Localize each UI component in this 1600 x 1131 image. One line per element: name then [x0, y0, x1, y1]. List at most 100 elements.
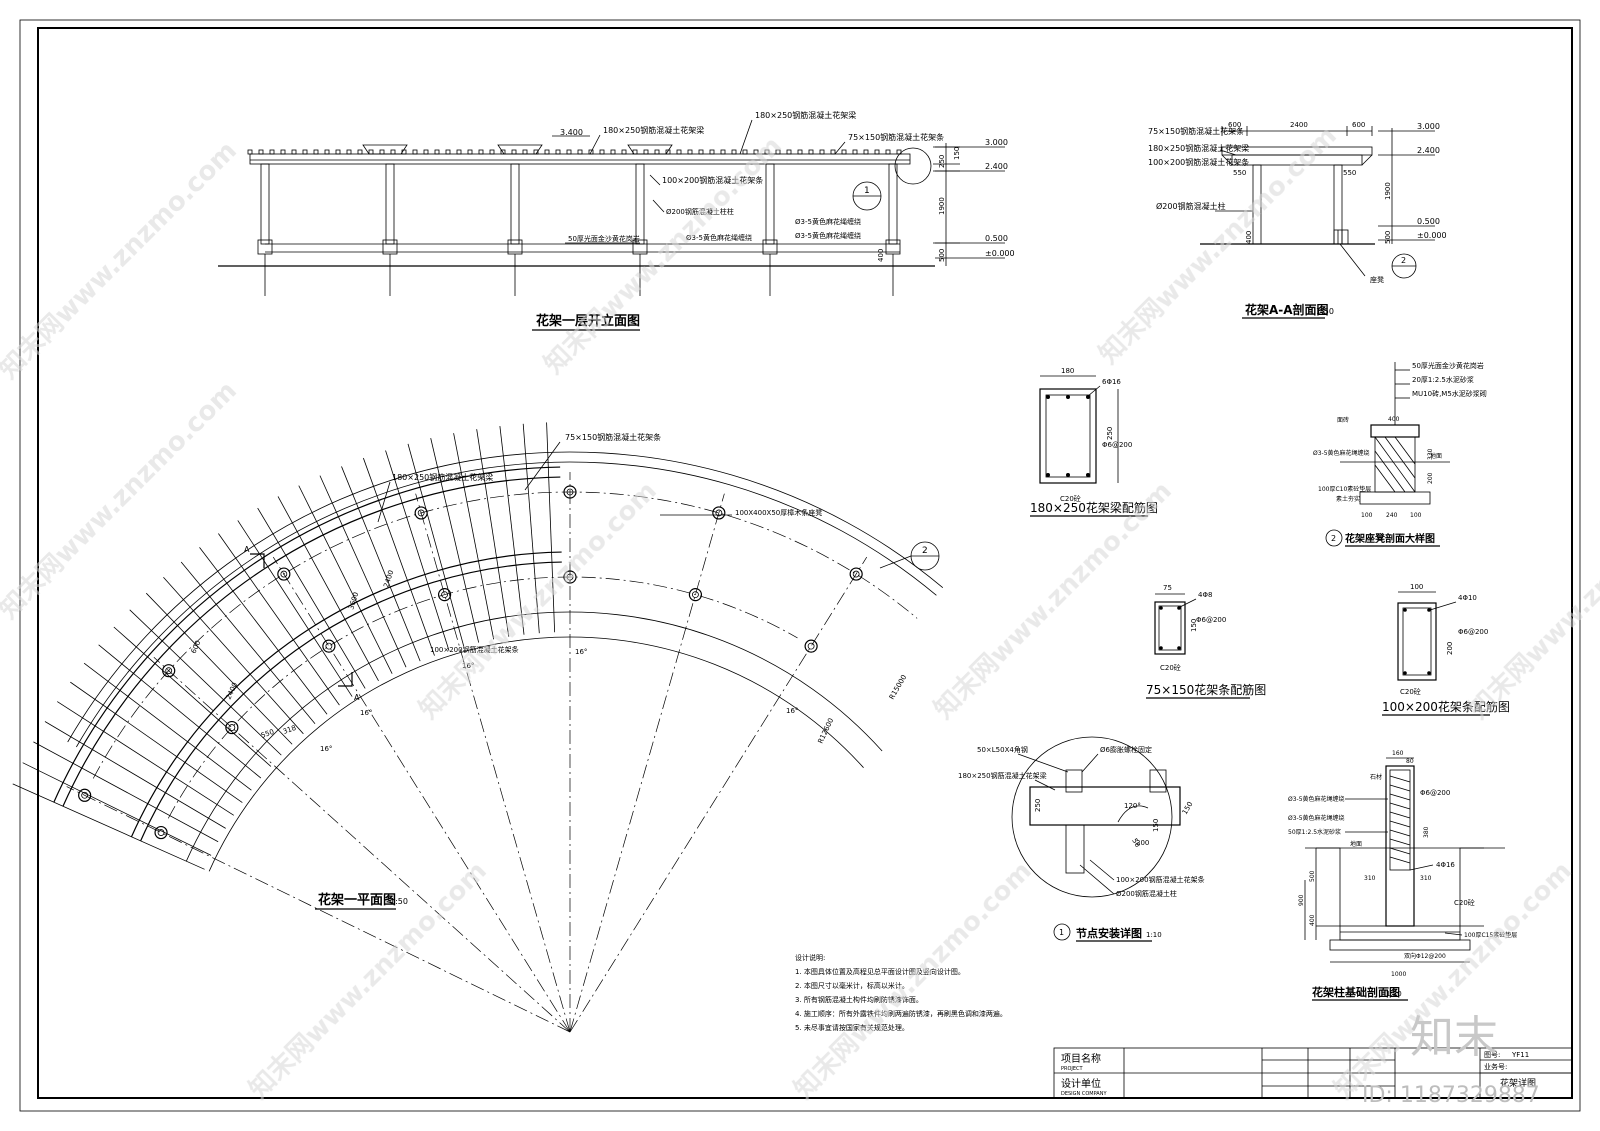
notes-heading: 设计说明: — [795, 953, 825, 962]
plan-section-a2: A — [354, 693, 360, 702]
elevation-strip-end — [291, 149, 297, 155]
plan-column — [688, 588, 703, 602]
plan-column-core — [165, 667, 173, 675]
level-0000: ±0.000 — [985, 249, 1015, 258]
elevation-strip-end — [555, 149, 561, 155]
elevation-strip-end — [665, 149, 671, 155]
elevation-strip-end — [775, 149, 781, 155]
elevation-strip-end — [863, 149, 869, 155]
elevation-strip-end — [247, 149, 253, 155]
aa-dim-550b: 550 — [1343, 169, 1356, 177]
strip75-stirrup: Φ6@200 — [1196, 616, 1226, 624]
node-dim-200: 200 — [1136, 839, 1149, 847]
plan-column-core — [807, 642, 815, 650]
plan-label-beam100: 100×200钢筋混凝土花架条 — [430, 645, 519, 654]
elevation-strip-end — [566, 149, 572, 155]
foundation-rope-hatch — [1389, 820, 1411, 828]
foundation-rope-hatch — [1389, 811, 1411, 819]
plan-column-core — [228, 724, 236, 731]
plan-angle-4: 16° — [786, 707, 798, 715]
elevation-strip-end — [599, 149, 605, 155]
beam100-height: 200 — [1446, 642, 1454, 655]
label-rope-a: Ø3-5黄色麻花绳缠绕 — [795, 217, 861, 226]
node-angle-120: 120° — [1124, 802, 1141, 810]
label-paint: 50厚光面金沙黄花岗岩 — [568, 234, 640, 243]
plan-strip — [12, 783, 205, 870]
detail-beam180: 180 6Φ16 250 Φ6@200 C20砼 180×250花架梁配筋图 — [1030, 367, 1158, 517]
note-item-4: 4. 施工顺序：所有外露铁件均刷两遍防锈漆，再刷黑色调和漆两遍。 — [795, 1009, 1007, 1018]
plan-beam-outer — [62, 476, 561, 807]
fdn-dim-500: 500 — [1309, 870, 1316, 882]
elevation-column — [385, 163, 395, 245]
fdn-label-mortar: 50厚1:2.5水泥砂浆 — [1288, 828, 1341, 836]
aa-label-strip: 75×150钢筋混凝土花架条 — [1148, 126, 1244, 136]
elevation-bracket — [362, 144, 408, 155]
tb-drawing-name: 花架详图 — [1500, 1077, 1536, 1089]
elevation-strip-end — [742, 149, 748, 155]
detail-strip75: 75 4Φ8 150 Φ6@200 C20砼 75×150花架条配筋图 — [1146, 584, 1266, 699]
node-dim-50: 50 — [1130, 837, 1141, 849]
elevation-column — [635, 163, 645, 245]
node-label-1: 50×L50X4角钢 — [977, 745, 1028, 754]
foundation-rope-hatch — [1389, 829, 1411, 837]
inner-border — [37, 27, 1573, 1099]
plan-strip — [129, 609, 282, 756]
plan-dim-2400b: 2400 — [225, 681, 240, 701]
foundation-rope-hatch — [1389, 784, 1411, 792]
plan-strip — [453, 433, 495, 640]
plan-strip — [362, 457, 435, 656]
foundation-rope-hatch — [1389, 847, 1411, 855]
elevation-view: 3.000 2.400 0.500 ±0.000 150 250 1900 50… — [218, 110, 1015, 331]
plan-column-core — [566, 573, 574, 581]
elevation-strip-end — [258, 149, 264, 155]
seat-layer-7: 100厚C10素砼垫层 — [1318, 485, 1371, 493]
dim-250: 250 — [938, 155, 946, 168]
beam100-top-dim: 100 — [1410, 583, 1423, 591]
label-beam100: 100×200钢筋混凝土花架条 — [662, 175, 763, 185]
plan-angle-1: 16° — [360, 709, 372, 717]
plan-strip — [163, 576, 304, 735]
design-notes: 设计说明: 1. 本图具体位置及高程见总平面设计图及竖向设计图。 2. 本图尺寸… — [795, 953, 1007, 1032]
elevation-strip-end — [621, 149, 627, 155]
level-2400: 2.400 — [985, 162, 1008, 171]
plan-column — [78, 788, 92, 802]
plan-strip — [407, 443, 465, 647]
plan-arc-inner-b — [185, 611, 883, 862]
plan-column — [804, 639, 818, 653]
section-aa-title: 花架A-A剖面图 — [1245, 302, 1329, 317]
seat-layer-8: 素土夯实 — [1336, 495, 1360, 503]
plan-scale: 1:50 — [390, 897, 408, 906]
seat-title: 花架座凳剖面大样图 — [1345, 532, 1435, 545]
fdn-label-ground: 地面 — [1350, 840, 1362, 848]
node-label-4: 100×200钢筋混凝土花架条 — [1116, 875, 1205, 884]
elevation-bracket — [627, 144, 673, 155]
foundation-rope-hatch — [1389, 838, 1411, 846]
elevation-strip-end — [720, 149, 726, 155]
plan-beam-outer-edge — [53, 466, 561, 803]
plan-column-core — [280, 570, 288, 578]
elevation-strip-end — [698, 149, 704, 155]
elevation-column — [510, 163, 520, 245]
tb-unit-cn: 设计单位 — [1061, 1077, 1101, 1090]
plan-column — [162, 664, 176, 678]
plan-callout-2-number: 2 — [922, 546, 928, 556]
strip75-height: 150 — [1190, 619, 1198, 632]
callout-1-number: 1 — [864, 186, 870, 196]
plan-arc-outer-b — [67, 451, 944, 743]
elevation-strip-end — [335, 149, 341, 155]
beam180-height: 250 — [1106, 427, 1114, 440]
elevation-strip-end — [489, 149, 495, 155]
plan-column-core — [441, 591, 448, 599]
plan-strip — [98, 644, 262, 779]
plan-strip — [341, 466, 421, 662]
fdn-label-rope2: Ø3-5黄色麻花绳缠绕 — [1288, 814, 1345, 822]
tb-drawing-no-label: 图号: — [1484, 1051, 1500, 1059]
watermark-text-4: 知末网www.znzmo.com — [0, 376, 243, 625]
watermark-text-10: 知末网www.znzmo.com — [1329, 856, 1578, 1105]
plan-angle-5: 16° — [320, 745, 332, 753]
elevation-column — [765, 163, 775, 245]
elevation-strip-end — [819, 149, 825, 155]
elevation-strip-end — [368, 149, 374, 155]
foundation-footing-right — [1459, 847, 1484, 927]
